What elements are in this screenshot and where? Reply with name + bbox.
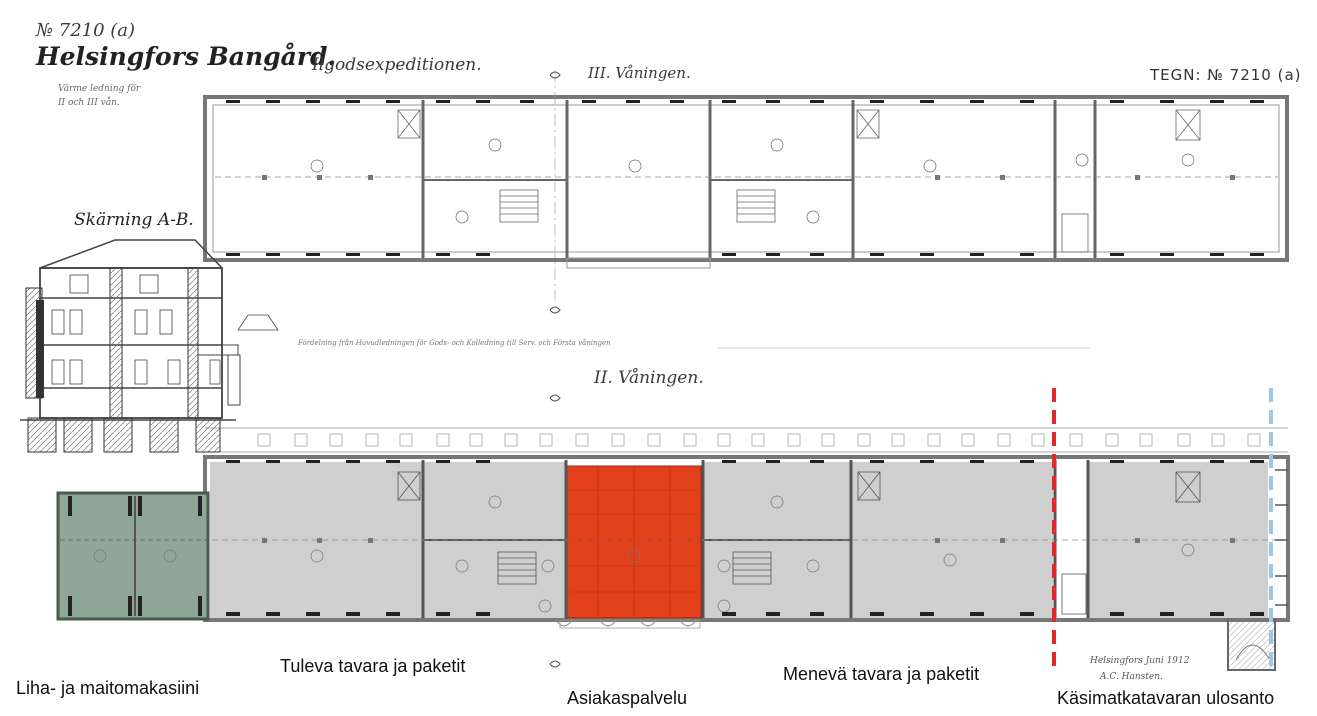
zone-customer-service xyxy=(565,465,702,619)
caption-outgoing: Menevä tavara ja paketit xyxy=(783,664,980,684)
signature-line1: Helsingfors Juni 1912 xyxy=(1090,656,1190,666)
caption-luggage: Käsimatkatavaran ulosanto xyxy=(1057,688,1275,708)
upper-floor-label: III. Våningen. xyxy=(588,64,691,82)
drawing-title: Helsingfors Bangård. xyxy=(36,42,337,71)
drawing-stamp: TEGN: № 7210 (a) xyxy=(1150,66,1302,84)
caption-incoming: Tuleva tavara ja paketit xyxy=(280,656,466,676)
svg-text:Fördelning från Huvudledningen: Fördelning från Huvudledningen för Gods-… xyxy=(297,338,611,347)
drawing-subtitle: Ilgodsexpeditionen. xyxy=(312,55,482,75)
caption-meat-milk: Liha- ja maitomakasiini xyxy=(16,678,200,698)
zone-meat-milk xyxy=(56,491,210,621)
section-drawing xyxy=(20,239,279,453)
drawing-note-line2: II och III vån. xyxy=(58,98,120,108)
lower-floor-label: II. Våningen. xyxy=(594,368,704,388)
upper-floor-plan xyxy=(203,95,1289,269)
drawing-note-line1: Värme ledning för xyxy=(58,84,141,94)
signature-line2: A.C. Hansten. xyxy=(1100,672,1163,682)
drawing-number: № 7210 (a) xyxy=(36,20,136,41)
caption-customer-service: Asiakaspalvelu xyxy=(567,688,688,708)
section-title: Skärning A-B. xyxy=(74,210,194,230)
